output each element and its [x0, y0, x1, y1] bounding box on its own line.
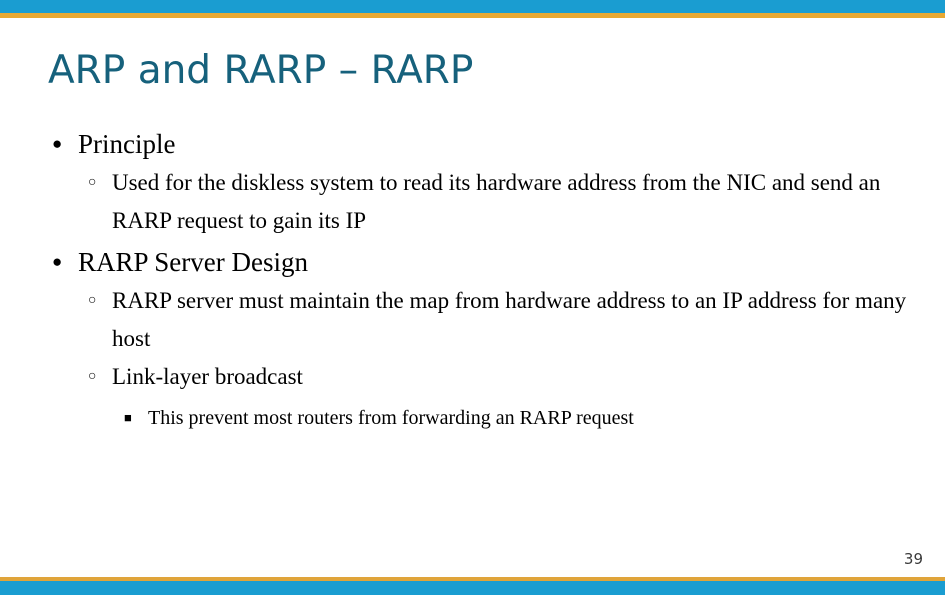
bullet-level2: ○ Used for the diskless system to read i…	[0, 164, 945, 240]
bullet-text: Used for the diskless system to read its…	[112, 170, 881, 233]
bullet-circle-icon: ○	[88, 293, 97, 308]
bullet-level2: ○ RARP server must maintain the map from…	[0, 282, 945, 358]
bullet-text: This prevent most routers from forwardin…	[148, 407, 634, 429]
bullet-text: RARP server must maintain the map from h…	[112, 288, 907, 351]
top-accent-bar-blue	[0, 0, 945, 13]
bottom-accent-bar-blue	[0, 581, 945, 595]
bullet-text: Link-layer broadcast	[112, 364, 303, 389]
bullet-level2: ○ Link-layer broadcast	[0, 358, 945, 396]
slide-title: ARP and RARP – RARP	[48, 48, 474, 93]
bullet-text: RARP Server Design	[78, 247, 308, 277]
bullet-text: Principle	[78, 129, 176, 159]
bottom-accent-bar-orange	[0, 577, 945, 581]
slide-body: ● Principle ○ Used for the diskless syst…	[0, 126, 945, 434]
bullet-level1: ● Principle	[0, 126, 945, 162]
bullet-disc-icon: ●	[52, 252, 63, 271]
page-number: 39	[903, 550, 923, 568]
bullet-level3: ■ This prevent most routers from forward…	[0, 402, 945, 434]
bullet-square-icon: ■	[124, 410, 132, 425]
top-accent-bar-orange	[0, 13, 945, 18]
bullet-circle-icon: ○	[88, 369, 97, 384]
bullet-circle-icon: ○	[88, 175, 97, 190]
bullet-level1: ● RARP Server Design	[0, 244, 945, 280]
bullet-disc-icon: ●	[52, 134, 63, 153]
